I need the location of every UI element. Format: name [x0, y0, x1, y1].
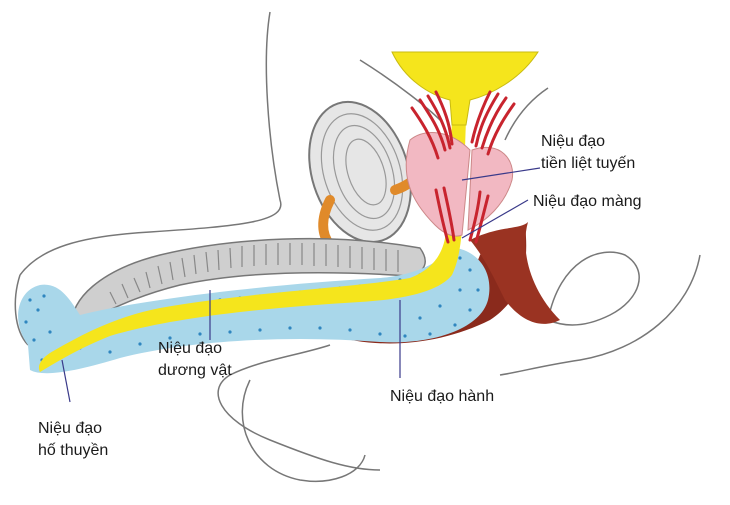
label-line: tiền liệt tuyến: [541, 155, 636, 172]
perineum-outline: [217, 344, 381, 471]
prostate: [405, 132, 471, 237]
perineal-muscle: [470, 222, 560, 324]
corpus-spongiosum: [18, 248, 490, 374]
label-navicular-urethra: Niệu đạo hố thuyền: [38, 418, 108, 462]
label-line: Niệu đạo: [541, 133, 606, 150]
glans-outline: [14, 274, 29, 346]
buttock-outline: [499, 254, 701, 376]
label-bulbar-urethra: Niệu đạo hành: [390, 386, 494, 408]
bladder-funnel: [391, 51, 539, 126]
prostate-right: [467, 146, 514, 231]
urethra-channel: [38, 120, 466, 372]
label-penile-urethra: Niệu đạo dương vật: [158, 338, 232, 382]
label-line: Niệu đạo màng: [533, 193, 642, 210]
body-outline: [19, 11, 282, 276]
back-outline: [504, 87, 549, 141]
label-line: Niệu đạo hành: [390, 388, 495, 405]
corpus-cavernosum: [71, 237, 426, 326]
leader-lines: [61, 167, 541, 403]
label-line: Niệu đạo: [38, 420, 103, 437]
pubic-bone: [308, 100, 412, 244]
label-prostatic-urethra: Niệu đạo tiền liệt tuyến: [541, 131, 635, 175]
rectum-outline: [547, 251, 640, 326]
label-line: hố thuyền: [38, 442, 109, 459]
label-membranous-urethra: Niệu đạo màng: [533, 191, 642, 213]
sphincter-fibers: [410, 90, 516, 244]
scrotum-outline: [241, 379, 366, 482]
label-line: dương vật: [158, 362, 232, 379]
cavernosum-stripes: [109, 243, 399, 305]
abdomen-outline: [359, 59, 441, 121]
label-line: Niệu đạo: [158, 340, 223, 357]
